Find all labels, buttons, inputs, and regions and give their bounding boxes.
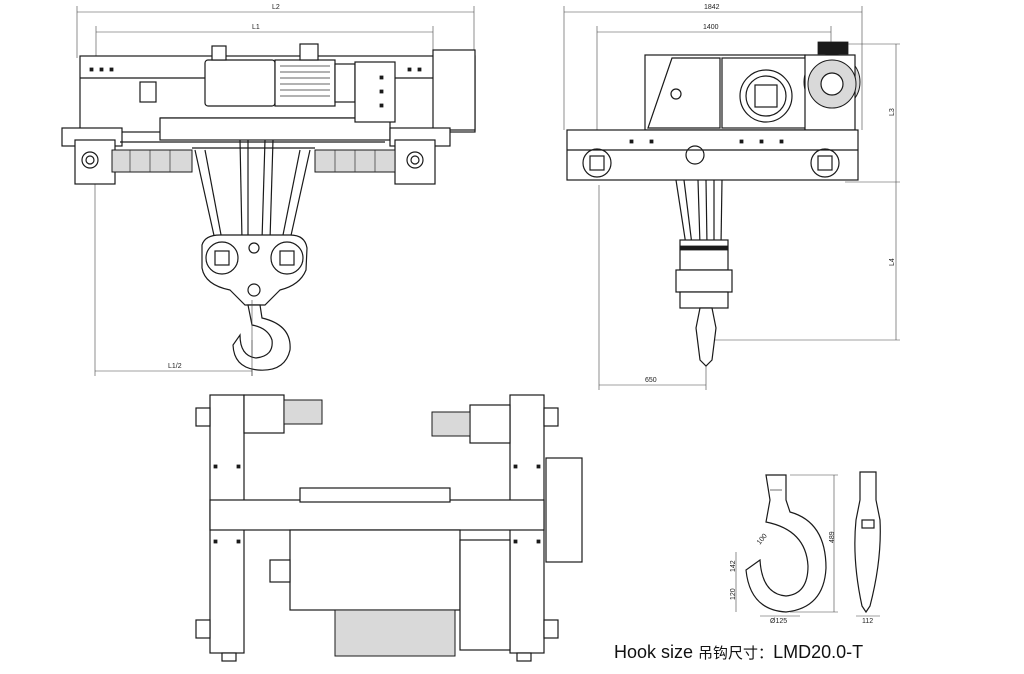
dim-120: 120 <box>730 588 737 600</box>
dim-650: 650 <box>645 377 657 384</box>
caption-chinese: 吊钩尺寸： <box>698 644 774 662</box>
hook-detail: 489 142 120 100 Ø125 112 <box>730 471 881 625</box>
dim-1400: 1400 <box>703 24 719 31</box>
plan-view <box>195 394 583 662</box>
caption-prefix: Hook size <box>614 642 699 662</box>
front-view: L2 L1 L1/2 <box>61 4 476 376</box>
dim-L2: L2 <box>272 4 280 11</box>
dim-100: 100 <box>756 533 769 547</box>
dim-L1-half: L1/2 <box>168 363 182 370</box>
dim-L3: L3 <box>889 108 896 116</box>
side-view: 1842 1400 650 L3 L4 <box>563 4 900 390</box>
dim-d125: Ø125 <box>770 618 787 625</box>
hook-size-caption: Hook size 吊钩尺寸：LMD20.0-T <box>614 642 863 663</box>
dim-1842: 1842 <box>704 4 720 11</box>
dim-L1: L1 <box>252 24 260 31</box>
dim-142: 142 <box>730 560 737 572</box>
caption-model: LMD20.0-T <box>773 642 864 662</box>
dim-112: 112 <box>862 618 873 625</box>
dim-L4: L4 <box>889 258 896 266</box>
dim-489: 489 <box>829 531 836 543</box>
